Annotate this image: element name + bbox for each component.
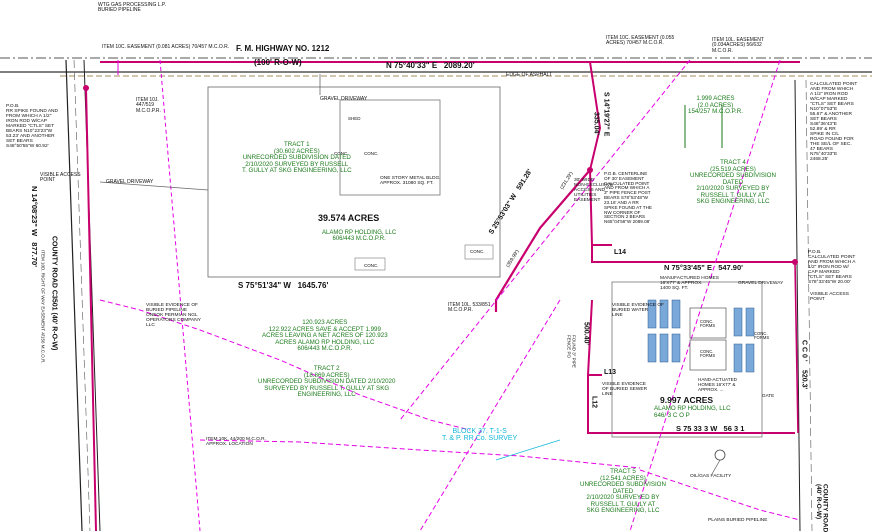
buried-sewer-label: VISIBLE EVIDENCE OF BURIED SEWER LINE <box>602 382 648 398</box>
conc-label-d: CONC. <box>470 249 485 254</box>
right-500-label: 500.40' <box>582 322 590 346</box>
right-yard <box>611 281 763 438</box>
owner-mid-label: ALAMO RP HOLDING, LLC 646/ 3 C O P <box>654 405 731 419</box>
buried-pipeline-note: VISIBLE EVIDENCE OF BURIED PIPELINE ONEO… <box>146 303 201 329</box>
boundary-diagonal-2 <box>494 169 591 312</box>
tract5-label: TRACT 5 (12.541 ACRES) UNRECORDED SUBDIV… <box>580 468 666 514</box>
hand-actuated-label: HAND-ACTUATED HOMES 16'X77' & APPROX. ..… <box>698 377 737 392</box>
gravel-drive-left <box>99 181 209 191</box>
wtg-gas-label: WTG GAS PROCESSING L.P. BURIED PIPELINE <box>98 2 166 14</box>
gravel-driveway-top-label: GRAVEL DRIVEWAY <box>320 96 368 102</box>
pipeline-bottom <box>199 439 641 469</box>
county-road-left-c <box>73 59 91 531</box>
oil-gas-label: OIL/GAS FACILITY <box>690 474 732 479</box>
pob-right-marker <box>792 259 798 265</box>
pob-right-label: P.O.B. CALCULATED POINT AND FROM WHICH A… <box>808 250 856 286</box>
manufactured-homes-label: MANUFACTURED HOMES 16'X77' & APPROX. 140… <box>660 276 719 292</box>
acres-120-label: 120.923 ACRES 122.922 ACRES SAVE & ACCEP… <box>262 319 388 352</box>
oil-gas-leader <box>711 459 721 475</box>
conc-forms-3-label: CONC. FORMS <box>754 331 770 341</box>
block-leader <box>495 439 561 461</box>
county-road-left-a <box>65 59 83 531</box>
tract1-yard <box>207 86 501 278</box>
buried-water-label: VISIBLE EVIDENCE OF BURIED WATER LINE <box>612 303 664 319</box>
acres-1999-label: 1.999 ACRES (2.0 ACRES) 154/257 M.C.O.P.… <box>688 95 743 115</box>
county-road-left-sub: ITEM 10D. RIGHT OF WAY EASEMENT 4/156 M.… <box>40 250 46 364</box>
pob-centerline-label: P.O.B. CENTERLINE OF 30' EASEMENT CALCUL… <box>604 171 652 225</box>
diag-len-1: 335.04' <box>592 112 600 136</box>
pipeline-right <box>639 469 801 521</box>
item10k-low-label: ITEM 10K. 44/200 M.C.O.R. APPROX. LOCATI… <box>206 437 266 448</box>
diag-bearing-1: S 14°19'27" E <box>602 92 610 137</box>
boundary-diagonal-1 <box>589 61 602 171</box>
block37-label: BLOCK 37, T-1-S T. & P. RR Co. SURVEY <box>442 428 518 443</box>
fence-post-label: FOUND 3" PIPE FENCE PO <box>566 335 577 368</box>
plains-buried-label: PLAINS BURIED PIPELINE <box>708 518 768 523</box>
conc-pad-2 <box>464 244 494 260</box>
item10l-mid-label: ITEM 10L. 533/851 M.C.O.P.R. <box>448 302 491 314</box>
easement-left-dash <box>159 59 201 531</box>
tract1-label: TRACT 1 (30.602 ACRES) UNRECORDED SUBDIV… <box>242 141 352 174</box>
l13-label: L13 <box>604 369 617 376</box>
boundary-inner-east <box>589 169 795 263</box>
conc-label-c: CONC. <box>364 263 379 268</box>
item10-left-label: ITEM 10J. 447/519 M.C.O.P.R. <box>136 97 161 114</box>
shed-label: SHED <box>348 116 361 121</box>
mh-units <box>647 299 755 373</box>
boundary-south-right <box>587 375 795 434</box>
item10c-top-label: ITEM 10C. EASEMENT (0.055 ACRES) 70/457 … <box>606 35 675 47</box>
pob-center-marker <box>587 167 593 173</box>
boundary-east-small <box>586 299 602 376</box>
gravel-driveway-right-label: GRAVEL DRIVEWAY <box>738 281 784 286</box>
right-ccc-label: C C 0 ' <box>800 340 808 362</box>
tract4-label: TRACT 4 (25.519 ACRES) UNRECORDED SUBDIV… <box>690 159 776 205</box>
conc-forms-1-label: CONC. FORMS <box>700 319 716 329</box>
left-bearing-label: N 14°08'23" W 877.70' <box>29 186 39 268</box>
item10c-easement-label: ITEM 10C. EASEMENT (0.081 ACRES) 70/457 … <box>102 44 230 50</box>
north-bearing-label: N 75°40'33" E 2089.20' <box>386 61 475 70</box>
conc-pad-1 <box>354 257 386 271</box>
gravel-driveway-left-label: GRAVEL DRIVEWAY <box>106 179 154 185</box>
county-road-right-a <box>794 79 801 531</box>
fm-row-label: (100' R-O-W) <box>254 58 302 67</box>
visible-access-left-label: VISIBLE ACCESS POINT <box>40 172 81 184</box>
county-road-right-label: COUNTY ROAD (40' R-O-W) <box>814 484 829 532</box>
easement-diagonal-c <box>419 299 561 531</box>
pob-left-label: P.O.B. RR SPIKE FOUND AND FROM WHICH A 1… <box>6 104 58 150</box>
edge-asphalt-label: EDGE OF ASPHALT <box>506 72 553 78</box>
easement-diagonal-main <box>399 59 691 421</box>
pob-left-marker <box>83 85 89 91</box>
fm-highway-label: F. M. HIGHWAY NO. 1212 <box>236 44 330 53</box>
tract2-label: TRACT 2 (18.869 ACRES) UNRECORDED SUBDIV… <box>258 365 396 398</box>
conc-forms-2-label: CONC. FORMS <box>700 349 716 359</box>
conc-label-a: CONC. <box>334 151 349 156</box>
south-bearing-label: S 75°51'34" W 1645.76' <box>238 281 329 290</box>
boundary-east-main <box>794 261 799 434</box>
acres-big-label: 39.574 ACRES <box>318 213 380 223</box>
conc-forms-2 <box>689 339 727 371</box>
metal-building <box>339 99 441 196</box>
conc-forms-1 <box>689 307 727 339</box>
l14-label: L14 <box>614 249 627 256</box>
pipeline-left <box>99 299 471 431</box>
right-520-label: 520.3' <box>800 370 808 390</box>
owner-top-label: ALAMO RP HOLDING, LLC 606/443 M.C.O.P.R. <box>322 230 397 243</box>
mid-bearing-label: N 75°33'45" E 547.90' <box>664 263 743 272</box>
metal-building-label: ONE STORY METAL BLDG. APPROX. 31080 SQ. … <box>380 176 441 187</box>
county-road-left-label: COUNTY ROAD C3501 (40' R-O-W) <box>50 236 58 351</box>
l12-label: L12 <box>590 396 598 409</box>
easement-diagonal-b <box>629 59 781 531</box>
lower-bearing-label: S 75 33 3 W 56 3 1 <box>676 424 745 433</box>
easement-30-label: 30' WIDE NON-EXCLUSIVE ACCESS AND UTILIT… <box>574 178 614 204</box>
county-road-right-b <box>805 79 813 531</box>
item10l-top-label: ITEM 10L. EASEMENT (0.034ACRES) 56/632 M… <box>712 37 764 54</box>
visible-access-right-label: VISIBLE ACCESS POINT <box>810 292 849 303</box>
acres-9997-label: 9.997 ACRES <box>660 395 714 405</box>
oil-gas-facility-marker <box>714 449 726 461</box>
gate-label: GATE <box>762 393 775 398</box>
boundary-west <box>85 87 97 531</box>
calc-point-top-label: CALCULATED POINT AND FROM WHICH A 1/2" I… <box>810 82 858 163</box>
conc-label-b: CONC. <box>364 151 379 156</box>
